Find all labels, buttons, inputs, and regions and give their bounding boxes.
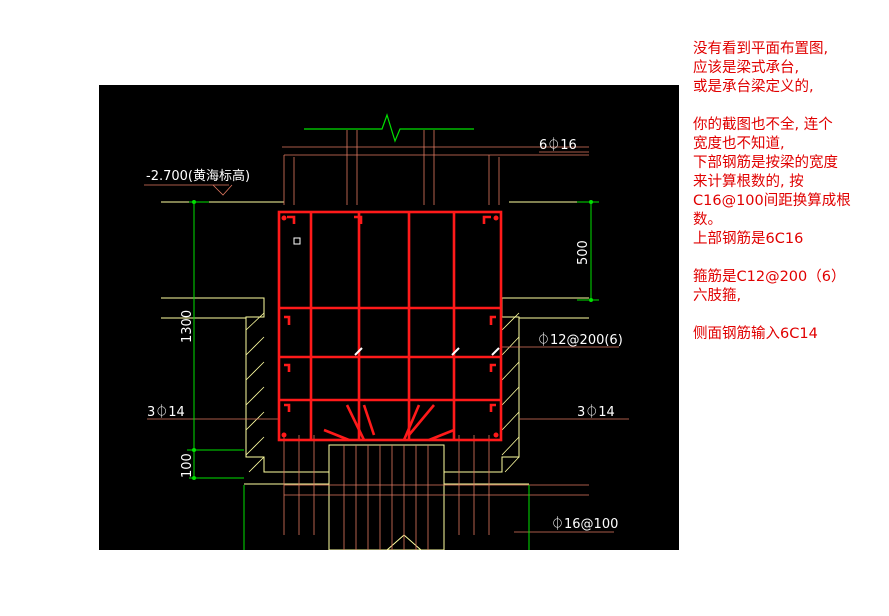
note-line: 应该是梁式承台, [693, 60, 800, 76]
note-line: 下部钢筋是按梁的宽度 [693, 155, 838, 171]
break-line [304, 113, 474, 143]
foundation-outline [161, 201, 589, 550]
note-gap [693, 249, 889, 268]
note-line: 数。 [693, 212, 722, 228]
dim-100-label: 100 [180, 453, 195, 478]
note-line: 你的截图也不全, 连个 [693, 117, 833, 133]
rebar-dots [281, 215, 499, 438]
elevation-label: -2.700(黄海标高) [146, 168, 250, 184]
note-line: 宽度也不知道, [693, 136, 785, 152]
dim-1300-label: 1300 [180, 310, 195, 343]
side-bar-right-label: 3⏀14 [577, 404, 615, 420]
hatch-left [245, 312, 265, 473]
dim-500-label: 500 [576, 240, 591, 265]
note-line: 六肢箍, [693, 288, 742, 304]
note-line: 没有看到平面布置图, [693, 41, 829, 57]
side-bar-left-label: 3⏀14 [147, 404, 185, 420]
stirrup-label: ⏀12@200(6) [537, 332, 623, 348]
stirrup-markers [354, 347, 500, 356]
note-line: 箍筋是C12@200（6） [693, 269, 846, 285]
note-line: 上部钢筋是6C16 [693, 231, 804, 247]
top-bar-label: 6⏀16 [539, 137, 577, 153]
point-marker [293, 237, 301, 245]
leader-lines [144, 130, 629, 550]
bottom-bar-label: ⏀16@100 [551, 516, 618, 532]
dimension-ticks [192, 200, 593, 480]
note-line: 或是承台梁定义的, [693, 79, 814, 95]
hatch-right [501, 312, 520, 473]
cad-drawing: -2.700(黄海标高) 6⏀16 500 1300 100 ⏀12@200(6… [99, 85, 679, 550]
rebar-cage [277, 210, 503, 442]
note-line: C16@100间距换算成根 [693, 193, 851, 209]
note-line: 侧面钢筋输入6C14 [693, 326, 818, 342]
dimension-lines [187, 201, 599, 550]
note-line: 来计算根数的, 按 [693, 174, 804, 190]
annotation-note: 没有看到平面布置图, 应该是梁式承台, 或是承台梁定义的, 你的截图也不全, 连个宽度… [693, 40, 889, 344]
note-gap [693, 97, 889, 116]
note-gap [693, 306, 889, 325]
